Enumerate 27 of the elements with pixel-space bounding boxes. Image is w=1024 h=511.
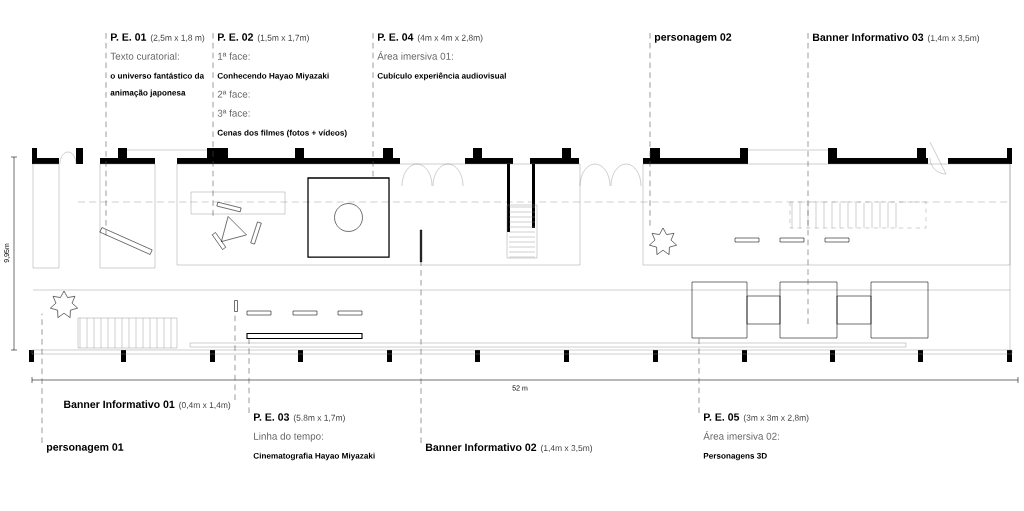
- callout-text: P. E. 05 (3m x 3m x 2,8m) Área imersiva 02: Personagens 3D: [703, 413, 809, 461]
- callout-text: Banner Informativo 02 (1,4m x 3,5m): [426, 443, 592, 453]
- callout-text: P. E. 03 (5.8m x 1,7m) Linha do tempo: Cinematografia Hayao Miyazaki: [253, 413, 375, 461]
- leader-line: [105, 32, 107, 239]
- callout-text: P. E. 02 (1,5m x 1,7m) 1ª face: Conhecendo Hayao Miyazaki 2ª face: 3ª face: Cenas dos filmes (fotos + vídeos): [217, 33, 347, 138]
- timeline-panel: [246, 332, 363, 340]
- callout-text: Banner Informativo 01 (0,4m x 1,4m): [64, 400, 231, 410]
- callout-text: P. E. 04 (4m x 4m x 2,8m) Área imersiva 01: Cubículo experiência audiovisual: [377, 33, 506, 81]
- banner-stand: [234, 300, 238, 312]
- callout-text: personagem 01: [47, 443, 124, 453]
- banner-wall: [420, 229, 423, 263]
- callout-text: personagem 02: [655, 33, 732, 43]
- leader-line: [41, 313, 43, 444]
- leader-line: [698, 338, 700, 414]
- leader-line: [372, 32, 374, 178]
- display-cube: [691, 281, 748, 339]
- booth-square: [307, 177, 390, 258]
- callout-text: P. E. 01 (2,5m x 1,8 m) Texto curatorial: o universo fantástico da animação japonesa: [110, 33, 205, 98]
- star-marker: [50, 290, 78, 318]
- leader-line: [248, 338, 250, 414]
- panel-bar: [99, 227, 153, 255]
- triangle-display: [221, 216, 247, 242]
- leader-line: [649, 32, 651, 228]
- leader-line: [420, 262, 422, 444]
- leader-line: [212, 32, 214, 217]
- callout-text: Banner Informativo 03 (1,4m x 3,5m): [813, 33, 980, 43]
- star-marker: [649, 227, 677, 255]
